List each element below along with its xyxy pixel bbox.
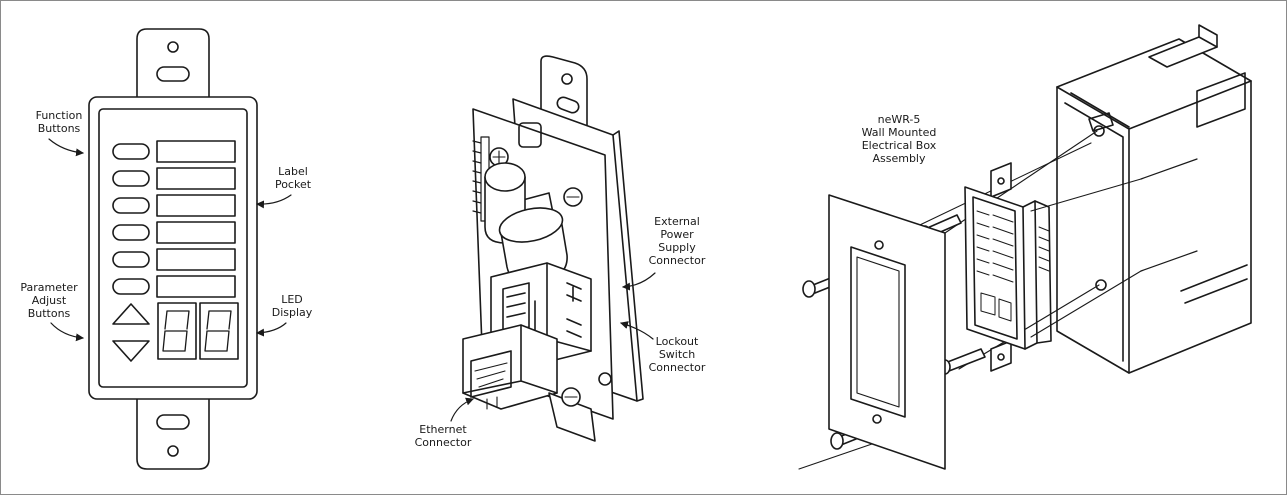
small-component bbox=[518, 122, 542, 148]
faceplate-outer bbox=[88, 96, 258, 400]
function-buttons bbox=[112, 143, 150, 295]
leader-parameter-adjust bbox=[50, 322, 84, 342]
function-button[interactable] bbox=[112, 251, 150, 268]
label-assembly-title: neWR-5 Wall Mounted Electrical Box Assem… bbox=[861, 113, 937, 165]
mounting-screw bbox=[939, 348, 986, 375]
label-label-pocket: Label Pocket bbox=[274, 165, 312, 191]
rear-strap-hole bbox=[561, 73, 573, 85]
wall-plate bbox=[828, 194, 946, 470]
leader-led-display bbox=[256, 322, 287, 337]
function-button[interactable] bbox=[112, 143, 150, 160]
front-leaders bbox=[48, 138, 292, 342]
mount-post bbox=[598, 372, 612, 386]
ethernet-jack bbox=[462, 324, 558, 410]
label-external-power-supply-connector: External Power Supply Connector bbox=[648, 215, 706, 267]
leader-function-buttons bbox=[48, 138, 84, 157]
rear-leaders bbox=[450, 272, 656, 422]
label-ethernet-connector: Ethernet Connector bbox=[414, 423, 472, 449]
rear-strap-slot bbox=[556, 96, 580, 114]
down-arrow-button[interactable] bbox=[112, 340, 150, 362]
exploded-assembly bbox=[798, 24, 1252, 470]
label-led-display: LED Display bbox=[271, 293, 313, 319]
front-panel bbox=[88, 28, 258, 470]
faceplate-inner bbox=[98, 108, 248, 388]
leader-ethernet bbox=[450, 397, 474, 422]
mounting-strap-top bbox=[136, 28, 210, 98]
strap-slot-bottom bbox=[156, 414, 190, 430]
mounting-strap-bottom bbox=[136, 396, 210, 470]
function-button[interactable] bbox=[112, 170, 150, 187]
control-unit bbox=[964, 162, 1052, 372]
strap-slot-top bbox=[156, 66, 190, 82]
label-parameter-adjust-buttons: Parameter Adjust Buttons bbox=[20, 281, 78, 320]
leader-lockout-connector bbox=[620, 321, 654, 340]
strap-hole-bottom bbox=[167, 445, 179, 457]
function-button[interactable] bbox=[112, 197, 150, 214]
label-function-buttons: Function Buttons bbox=[35, 109, 83, 135]
function-button[interactable] bbox=[112, 278, 150, 295]
function-button[interactable] bbox=[112, 224, 150, 241]
electrical-box bbox=[1056, 24, 1252, 374]
label-lockout-switch-connector: Lockout Switch Connector bbox=[648, 335, 706, 374]
up-arrow-button[interactable] bbox=[112, 303, 150, 325]
led-display bbox=[157, 302, 239, 360]
leader-power-connector bbox=[622, 272, 656, 291]
label-pocket bbox=[156, 140, 236, 298]
strap-hole-top bbox=[167, 41, 179, 53]
screw-head bbox=[563, 187, 583, 207]
leader-label-pocket bbox=[256, 194, 292, 209]
rear-assembly bbox=[462, 55, 644, 442]
